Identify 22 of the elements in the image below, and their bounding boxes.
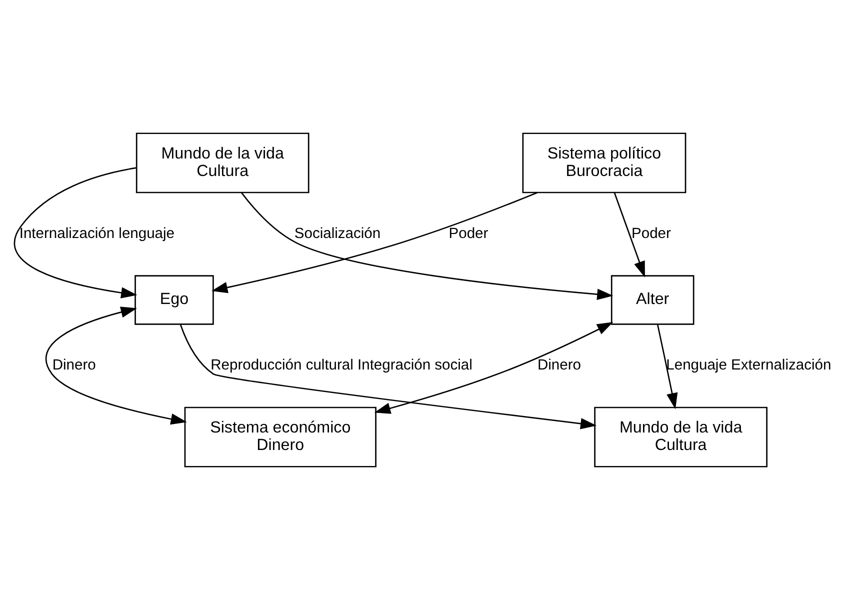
node-box: Mundo de la vida Cultura: [594, 406, 768, 468]
edge-label: Poder: [632, 226, 671, 242]
edge-label: Internalización lenguaje: [19, 226, 175, 242]
arrow: [46, 306, 187, 425]
arrow: [180, 324, 597, 430]
node-box: Sistema económico Dinero: [184, 406, 376, 468]
edge-label: Reproducción cultural Integración social: [210, 358, 472, 374]
arrow: [240, 192, 614, 300]
arrow: [614, 192, 645, 278]
edge-label: Poder: [448, 226, 488, 242]
node-box: Mundo de la vida Cultura: [136, 132, 310, 194]
edge-label: Socialización: [294, 226, 381, 242]
arrow: [656, 324, 678, 410]
node-box: Ego: [134, 275, 214, 325]
edge-label: Dinero: [52, 358, 96, 374]
arrow: [211, 192, 538, 294]
arrow: [374, 322, 614, 414]
edge-label: Lenguaje Externalización: [666, 358, 832, 374]
arrow: [14, 167, 138, 298]
edge-label: Dinero: [537, 358, 581, 374]
node-box: Sistema político Burocracia: [522, 132, 686, 194]
node-box: Alter: [610, 275, 694, 325]
